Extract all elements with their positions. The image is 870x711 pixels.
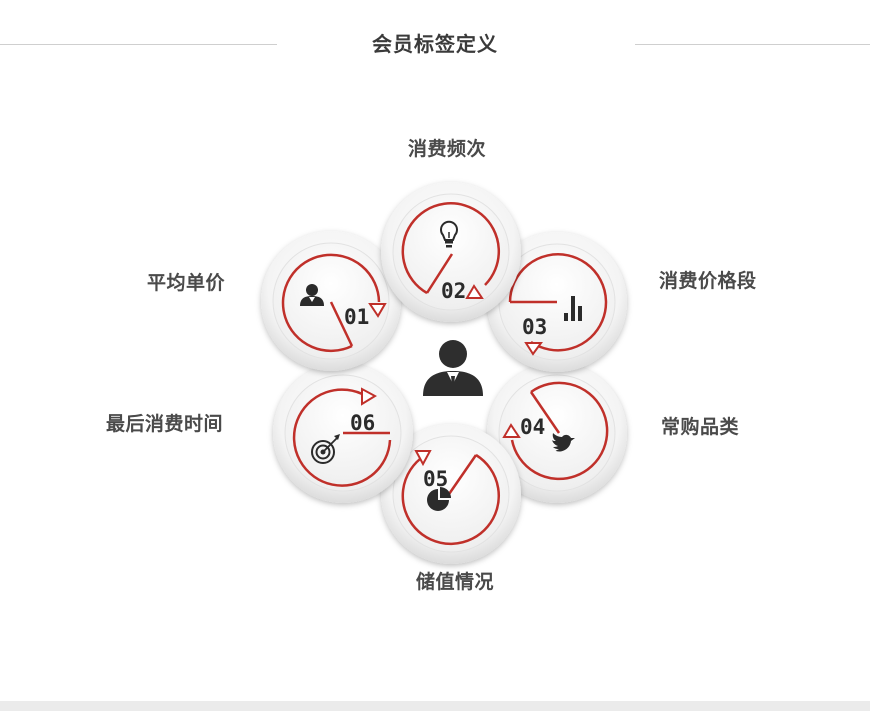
title-rule-right bbox=[635, 44, 870, 45]
label-02: 消费频次 bbox=[408, 138, 487, 160]
label-06: 最后消费时间 bbox=[106, 413, 224, 435]
label-05: 储值情况 bbox=[416, 571, 495, 593]
label-03: 消费价格段 bbox=[659, 270, 757, 292]
label-01: 平均单价 bbox=[147, 272, 226, 294]
node-02: 02 bbox=[381, 182, 521, 322]
node-05-number: 05 bbox=[423, 467, 448, 491]
pie-chart-icon bbox=[427, 487, 451, 511]
title-rule-left bbox=[0, 44, 277, 45]
node-01: 01 bbox=[261, 231, 401, 371]
node-05: 05 bbox=[381, 424, 521, 564]
node-03-number: 03 bbox=[522, 315, 547, 339]
label-04: 常购品类 bbox=[661, 416, 740, 438]
bird-icon bbox=[552, 433, 575, 452]
bar-chart-icon bbox=[564, 296, 582, 321]
page-title: 会员标签定义 bbox=[372, 32, 498, 56]
node-03: 03 bbox=[487, 232, 627, 372]
node-06: 06 bbox=[273, 363, 413, 503]
person-icon bbox=[423, 340, 483, 396]
node-06-number: 06 bbox=[350, 411, 375, 435]
lightbulb-icon bbox=[440, 220, 458, 248]
user-icon bbox=[300, 284, 324, 306]
node-01-number: 01 bbox=[344, 305, 369, 329]
footer-bar bbox=[0, 701, 870, 711]
node-02-number: 02 bbox=[441, 279, 466, 303]
node-04: 04 bbox=[487, 363, 627, 503]
node-04-number: 04 bbox=[520, 415, 545, 439]
target-icon bbox=[311, 434, 340, 464]
